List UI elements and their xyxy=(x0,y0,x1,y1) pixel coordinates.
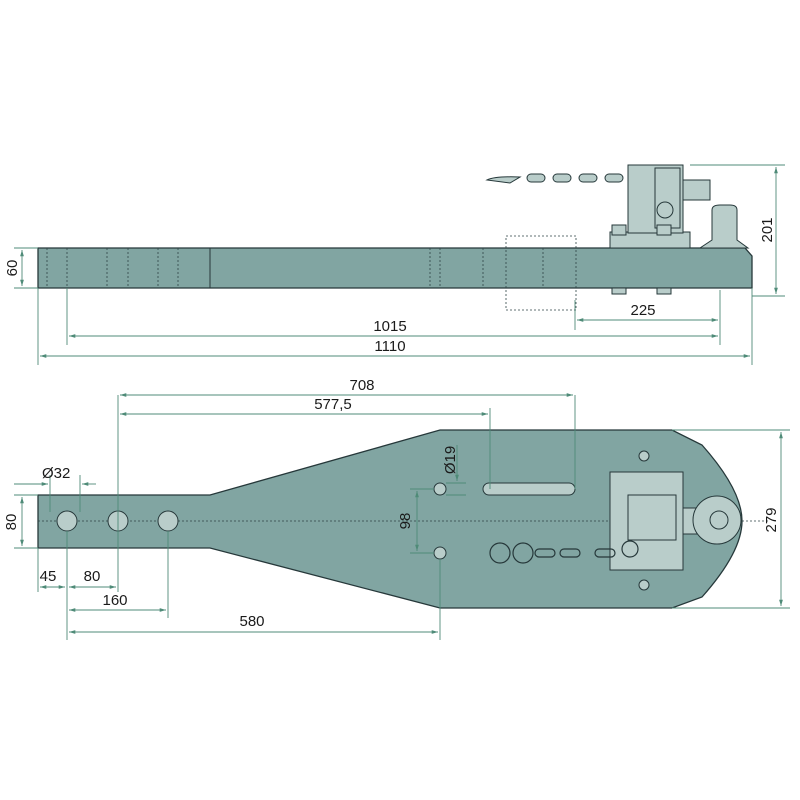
dim-45: 45 xyxy=(40,568,57,585)
bolt xyxy=(638,450,650,462)
dim-80-pitch: 80 xyxy=(84,568,101,585)
dim-160: 160 xyxy=(102,592,127,609)
dim-580: 580 xyxy=(239,613,264,630)
chain xyxy=(489,540,639,564)
nut xyxy=(611,287,627,295)
hidden-lines xyxy=(46,248,544,288)
coupling-latch xyxy=(682,179,711,201)
dim-60: 60 xyxy=(4,260,21,277)
dim-80-width: 80 xyxy=(3,514,20,531)
side-bar xyxy=(37,247,753,289)
bolt xyxy=(638,579,650,591)
coupling-pin xyxy=(698,204,750,249)
dim-98: 98 xyxy=(397,513,414,530)
slot xyxy=(482,482,576,496)
gear-icon xyxy=(656,201,674,219)
coupling-jaw xyxy=(654,167,681,229)
mount-hole xyxy=(433,546,447,560)
dim-1015: 1015 xyxy=(373,318,406,335)
nut xyxy=(656,224,672,236)
mount-hole xyxy=(433,482,447,496)
side-view: 60 201 225 1015 1110 xyxy=(4,164,785,365)
dim-diameter-19: Ø19 xyxy=(442,446,459,474)
dim-1110: 1110 xyxy=(374,338,405,355)
hole xyxy=(56,510,78,532)
dim-577-5: 577,5 xyxy=(314,396,352,413)
coupling-jaw xyxy=(627,494,677,541)
side-dimensions: 60 201 225 1015 1110 xyxy=(4,164,785,365)
dim-279: 279 xyxy=(763,507,780,532)
dim-201: 201 xyxy=(759,217,776,242)
top-view: Ø32 80 45 80 160 580 708 577,5 Ø1 xyxy=(3,377,790,640)
dim-708: 708 xyxy=(349,377,374,394)
hole xyxy=(157,510,179,532)
nut xyxy=(656,287,672,295)
coupling-nut xyxy=(709,510,729,530)
nut xyxy=(611,224,627,236)
dim-diameter-32: Ø32 xyxy=(42,465,70,482)
chain xyxy=(485,173,624,184)
top-dimensions: Ø32 80 45 80 160 580 708 577,5 Ø1 xyxy=(3,377,790,640)
dim-225: 225 xyxy=(630,302,655,319)
